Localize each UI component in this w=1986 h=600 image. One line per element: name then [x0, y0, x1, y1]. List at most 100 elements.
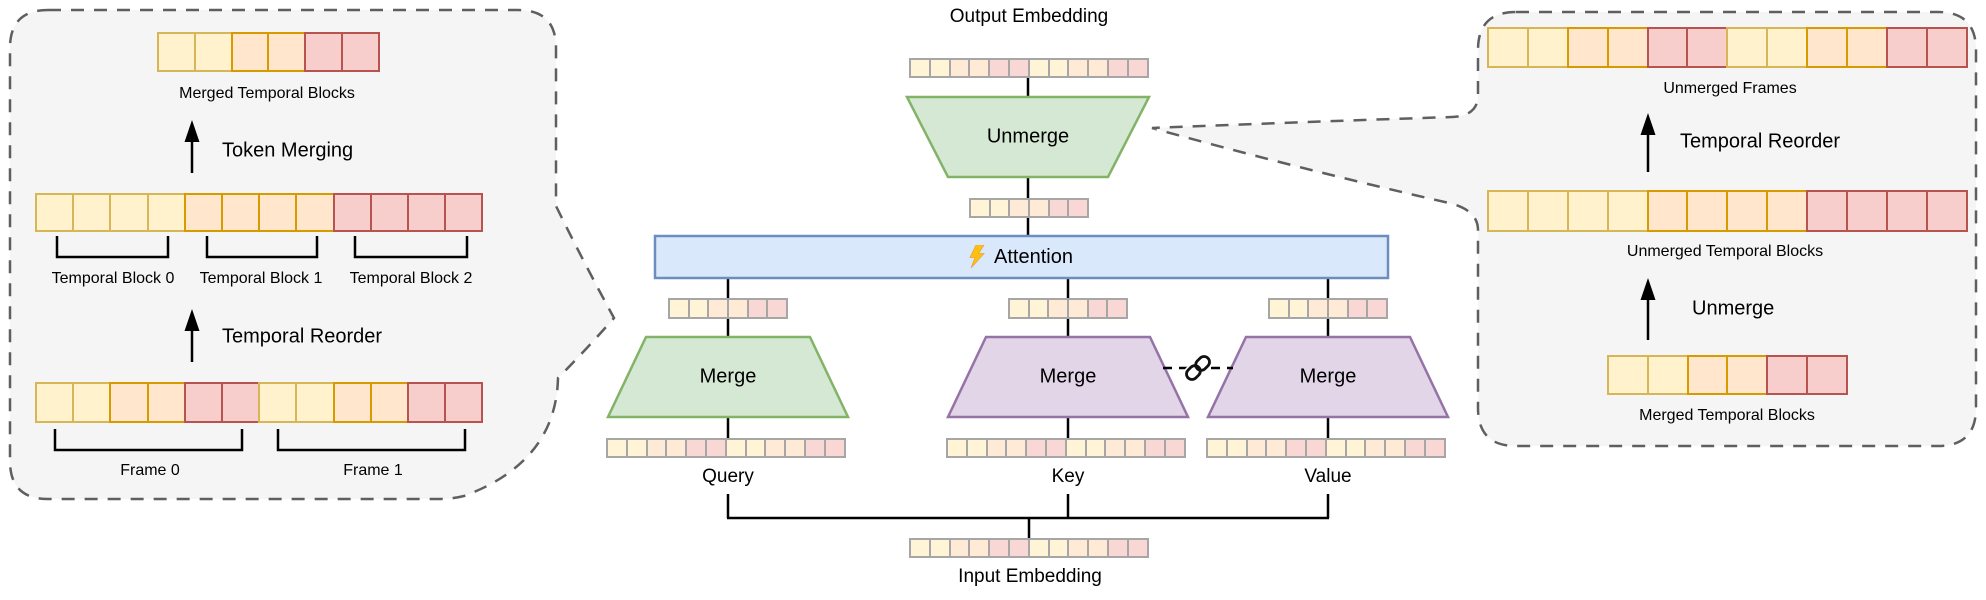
token-merging-label: Token Merging	[222, 139, 354, 162]
token-cell-red	[988, 58, 1010, 78]
token-cell-yellow	[1047, 58, 1070, 78]
token-cell-yellow	[1606, 190, 1649, 232]
token-cell-red	[1086, 298, 1109, 319]
output-embedding-label: Output Embedding	[949, 6, 1109, 27]
token-cell-yellow	[1008, 298, 1030, 319]
token-cell-red	[332, 193, 372, 232]
token-cell-red	[444, 193, 484, 232]
token-cell-red	[1403, 438, 1426, 458]
token-cell-red	[1067, 198, 1090, 218]
token-cell-orange	[1245, 438, 1268, 458]
token-cell-orange	[295, 193, 335, 232]
query-label: Query	[702, 466, 754, 487]
token-cell-red	[823, 438, 846, 458]
arrow-up-icon	[184, 120, 200, 173]
attention-bar	[653, 234, 1390, 280]
token-cell-red	[1106, 298, 1129, 319]
bracket-frame-1	[276, 429, 467, 452]
token-cell-yellow	[946, 438, 968, 458]
lightning-icon	[969, 245, 985, 269]
token-cell-orange	[784, 438, 806, 458]
token-cell-red	[1126, 58, 1149, 78]
token-row-frames-left	[35, 382, 484, 423]
token-cell-red	[1044, 438, 1067, 458]
token-cell-yellow	[724, 438, 747, 458]
attention-label: Attention	[969, 245, 1073, 269]
token-cell-orange	[109, 382, 149, 423]
bracket-temporal-block-1	[205, 236, 319, 259]
token-cell-orange	[1726, 190, 1769, 232]
token-cell-orange	[948, 58, 971, 78]
token-cell-orange	[665, 438, 688, 458]
token-cell-red	[1304, 438, 1327, 458]
token-row-output-embedding	[909, 58, 1149, 78]
token-cell-orange	[267, 32, 307, 72]
token-cell-orange	[332, 382, 372, 423]
token-cell-red	[1106, 58, 1129, 78]
token-cell-orange	[1087, 538, 1109, 558]
attention-text: Attention	[994, 245, 1073, 268]
token-cell-orange	[1646, 190, 1689, 232]
token-cell-orange	[369, 382, 409, 423]
merge-trapezoid-value	[1206, 335, 1450, 419]
token-cell-red	[406, 382, 447, 423]
token-cell-red	[1806, 190, 1849, 232]
token-cell-yellow	[1324, 438, 1347, 458]
token-cell-yellow	[1566, 190, 1609, 232]
arrow-up-icon	[184, 309, 200, 362]
temporal-block-0-label: Temporal Block 0	[51, 270, 175, 287]
merged-temporal-blocks-label-right: Merged Temporal Blocks	[1639, 407, 1815, 424]
token-cell-red	[1007, 538, 1030, 558]
token-cell-yellow	[1206, 438, 1228, 458]
token-cell-yellow	[1646, 355, 1689, 395]
token-cell-red	[1285, 438, 1307, 458]
token-row-query-merged	[668, 298, 789, 319]
token-cell-orange	[968, 538, 991, 558]
token-cell-red	[369, 193, 409, 232]
token-cell-orange	[220, 193, 261, 232]
token-cell-red	[1047, 198, 1070, 218]
token-cell-red	[304, 32, 343, 72]
token-row-query-full	[606, 438, 846, 458]
token-cell-red	[1925, 27, 1968, 68]
token-cell-yellow	[1526, 27, 1569, 68]
merge-trapezoid-label-query: Merge	[699, 365, 757, 388]
token-cell-yellow	[258, 382, 298, 423]
token-cell-orange	[1124, 438, 1146, 458]
token-cell-orange	[230, 32, 270, 72]
frame-1-label: Frame 1	[343, 462, 403, 479]
token-cell-red	[406, 193, 447, 232]
unmerge-trapezoid	[904, 95, 1152, 179]
merge-trapezoid-key	[946, 335, 1190, 419]
token-row-unmerged-frames-right	[1487, 27, 1968, 68]
token-cell-orange	[1047, 298, 1070, 319]
token-cell-yellow	[35, 382, 75, 423]
token-cell-red	[1025, 438, 1047, 458]
token-cell-yellow	[72, 193, 112, 232]
token-cell-yellow	[668, 298, 690, 319]
token-cell-yellow	[1225, 438, 1248, 458]
token-cell-orange	[1067, 58, 1090, 78]
temporal-reorder-label-right: Temporal Reorder	[1680, 130, 1841, 153]
token-cell-yellow	[1344, 438, 1367, 458]
token-cell-yellow	[1084, 438, 1107, 458]
token-cell-red	[704, 438, 727, 458]
token-cell-red	[1686, 27, 1729, 68]
token-cell-orange	[1686, 190, 1729, 232]
token-cell-red	[340, 32, 380, 72]
token-cell-orange	[1726, 355, 1769, 395]
token-row-unmerge-input	[969, 198, 1090, 218]
token-cell-red	[1007, 58, 1030, 78]
token-cell-orange	[1766, 190, 1809, 232]
token-cell-red	[1925, 190, 1968, 232]
token-cell-red	[1346, 298, 1369, 319]
token-cell-yellow	[909, 538, 931, 558]
token-cell-red	[988, 538, 1010, 558]
token-cell-red	[685, 438, 707, 458]
token-cell-yellow	[606, 438, 628, 458]
token-cell-red	[1163, 438, 1186, 458]
token-cell-red	[1766, 355, 1808, 395]
token-cell-yellow	[744, 438, 767, 458]
token-cell-orange	[146, 382, 186, 423]
